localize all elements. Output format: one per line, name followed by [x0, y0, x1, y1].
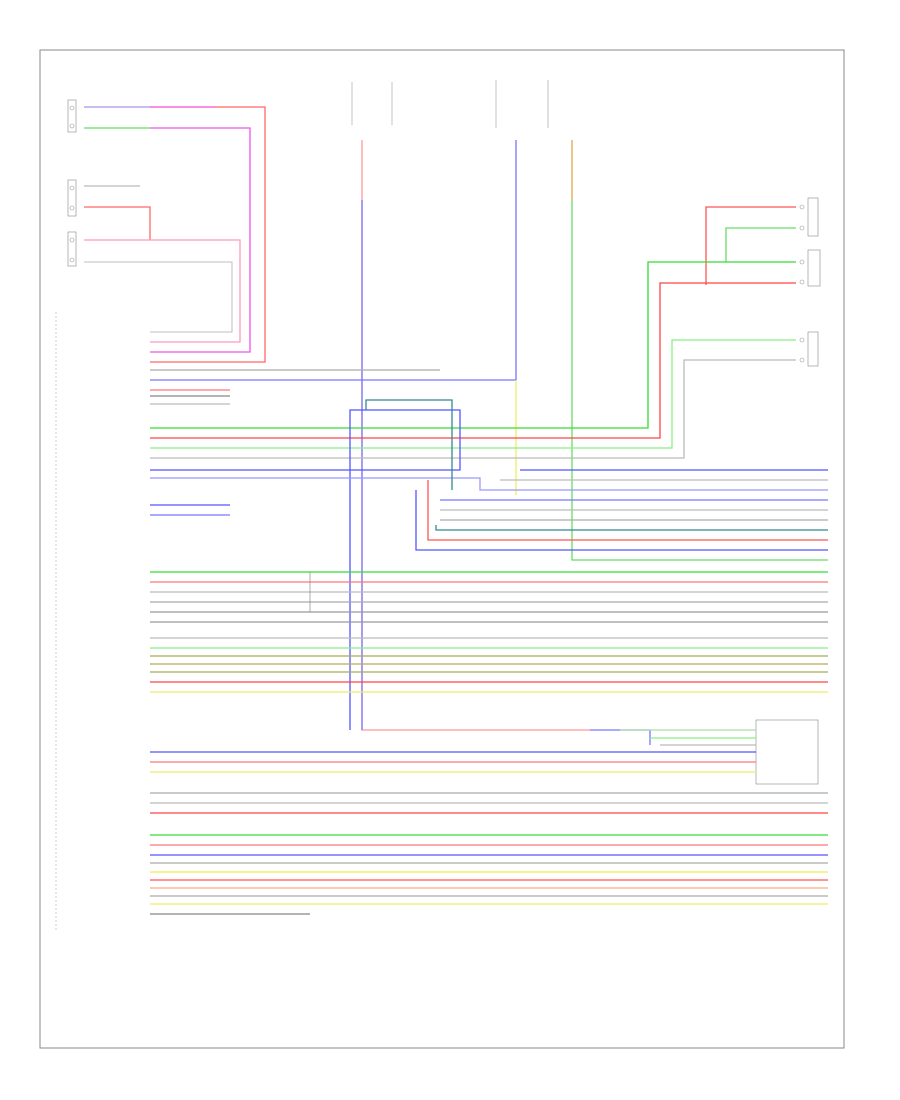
right-module-connector [755, 719, 819, 785]
top-center-wires [150, 140, 828, 731]
left-front-speaker-connector [67, 179, 77, 217]
lower-harness-rows [150, 571, 828, 693]
bottom-module-wires [150, 729, 756, 773]
right-rear-speaker-connector [799, 331, 819, 367]
left-rear-speaker-connector [67, 231, 77, 267]
right-speaker-wires [150, 206, 796, 459]
right-front-tweeter-connector [799, 197, 819, 237]
top-center-connectors [351, 80, 549, 128]
right-routed-wires [365, 399, 828, 551]
diagram-frame [39, 49, 845, 1049]
left-front-tweeter-connector [67, 99, 77, 133]
left-speaker-wires [84, 106, 266, 363]
bottom-harness-rows [150, 792, 828, 915]
right-front-speaker-connector [799, 249, 821, 287]
left-unit-pin-wires [150, 369, 828, 730]
